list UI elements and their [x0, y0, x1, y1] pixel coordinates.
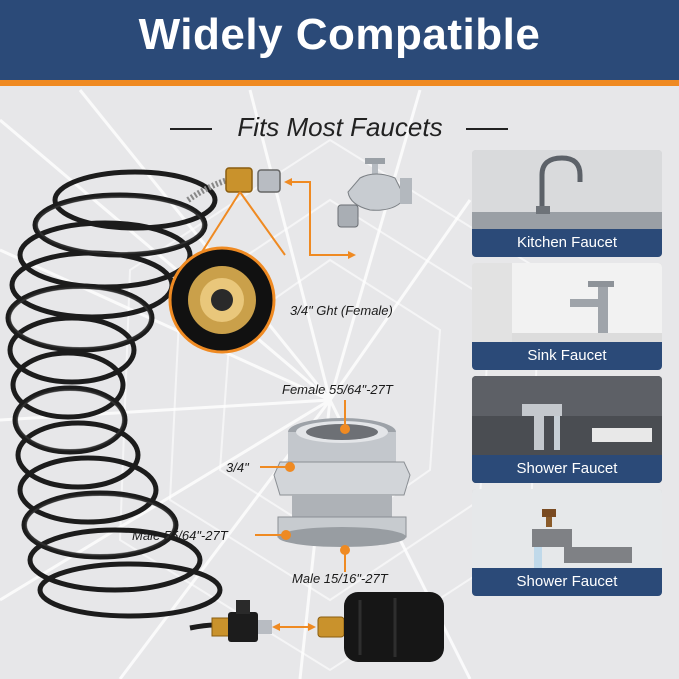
callout-dot-male-55: [281, 530, 291, 540]
callout-female: Female 55/64"-27T: [282, 382, 393, 397]
callout-three-quarter: 3/4": [226, 460, 249, 475]
shutoff-valve-icon: [228, 612, 258, 642]
callout-male-55: Male 55/64"-27T: [132, 528, 228, 543]
subtitle-line-left: [170, 128, 212, 130]
card-label: Kitchen Faucet: [472, 229, 662, 257]
card-label: Shower Faucet: [472, 568, 662, 596]
page-title: Widely Compatible: [138, 10, 541, 59]
callout-male-15: Male 15/16"-27T: [292, 571, 388, 586]
callout-dot-female: [340, 424, 350, 434]
header-banner: Widely Compatible: [0, 0, 679, 86]
card-sink-faucet: Sink Faucet: [472, 263, 662, 370]
subtitle-line-right: [466, 128, 508, 130]
card-label: Sink Faucet: [472, 342, 662, 370]
coiled-hose: [5, 169, 223, 619]
brass-connector-icon: [225, 167, 253, 193]
callout-dot-male-15: [340, 545, 350, 555]
callout-dot-three-quarter: [285, 462, 295, 472]
card-label: Shower Faucet: [472, 455, 662, 483]
card-kitchen-faucet: Kitchen Faucet: [472, 150, 662, 257]
card-shower-faucet-2: Shower Faucet: [472, 489, 662, 596]
product-illustration: [5, 158, 444, 662]
faucet-adapter-icon: [273, 418, 411, 547]
card-shower-faucet: Shower Faucet: [472, 376, 662, 483]
subtitle-row: Fits Most Faucets: [170, 110, 510, 146]
metal-adapter-small-icon: [257, 169, 281, 193]
callout-ght: 3/4" Ght (Female): [290, 303, 393, 318]
subtitle: Fits Most Faucets: [237, 112, 443, 142]
faucet-icon: [337, 158, 412, 228]
brass-coupler-icon: [317, 616, 345, 638]
